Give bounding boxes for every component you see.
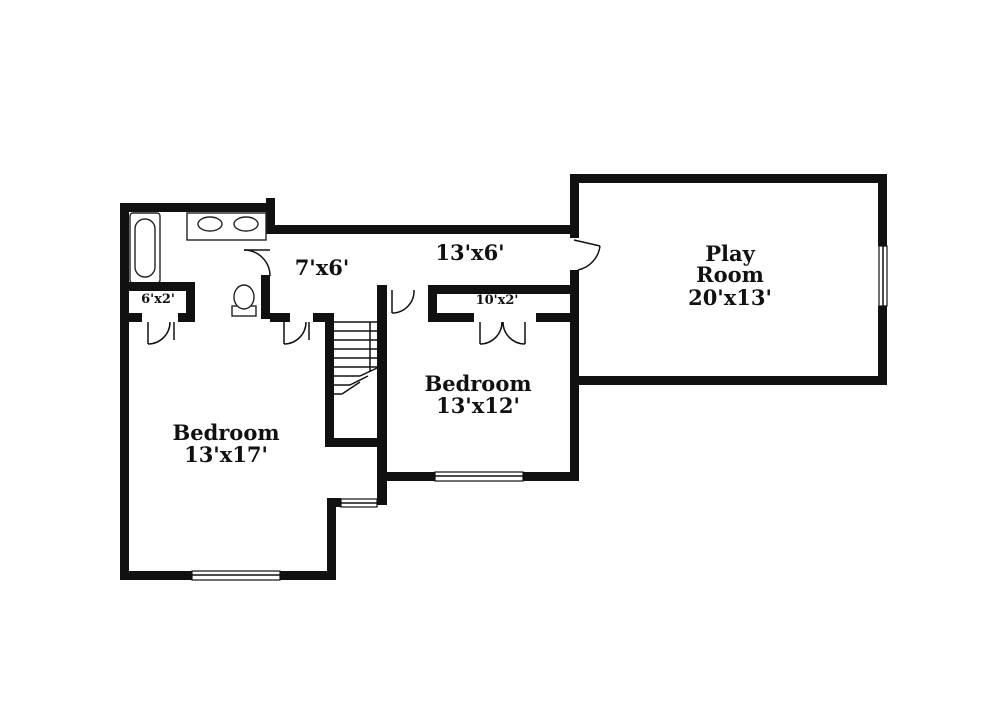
bedroom-middle-label: Bedroom	[424, 371, 531, 396]
door	[573, 239, 601, 271]
wall	[186, 282, 195, 319]
window	[878, 245, 888, 307]
wall	[570, 174, 887, 183]
wall	[578, 376, 887, 385]
door	[147, 321, 175, 345]
vanity	[186, 212, 267, 241]
wall	[120, 282, 195, 291]
door	[283, 321, 310, 345]
closet-small	[120, 282, 195, 345]
closet-middle	[428, 285, 578, 345]
wall	[878, 306, 887, 385]
bathtub	[129, 212, 161, 284]
wall	[120, 203, 275, 212]
wall	[428, 285, 578, 294]
staircase	[325, 285, 387, 505]
window	[434, 471, 524, 482]
wall	[570, 174, 579, 238]
door	[479, 321, 526, 345]
wall	[266, 198, 275, 234]
closet-small-dimensions: 6'x2'	[141, 292, 175, 307]
bedroom-large-label: Bedroom	[172, 420, 279, 445]
wall	[120, 313, 142, 322]
wall	[878, 174, 887, 246]
stair-treads	[334, 321, 378, 395]
sink-icon	[197, 216, 223, 232]
door	[243, 249, 271, 277]
wall	[120, 203, 129, 580]
window	[191, 570, 281, 581]
bedroom-large	[120, 313, 378, 581]
wall	[261, 275, 270, 319]
wall	[313, 313, 329, 322]
closet-middle-dimensions: 10'x2'	[476, 293, 519, 308]
wall	[327, 498, 336, 580]
wall	[327, 498, 341, 507]
wall	[270, 313, 290, 322]
wall	[325, 438, 387, 447]
play-room-label: Play	[705, 241, 755, 266]
hall-left-dimensions: 7'x6'	[295, 255, 350, 280]
bathroom	[120, 203, 275, 580]
wall	[428, 285, 437, 322]
wall	[570, 313, 579, 480]
bedroom-middle	[377, 313, 579, 482]
wall	[178, 313, 195, 322]
toilet-icon	[231, 284, 257, 317]
wall	[377, 285, 387, 505]
wall	[536, 313, 578, 322]
wall	[266, 225, 572, 234]
bedroom-large-dimensions: 13'x17'	[184, 442, 268, 467]
wall	[428, 313, 474, 322]
hall-right-dimensions: 13'x6'	[435, 240, 504, 265]
bedroom-middle-dimensions: 13'x12'	[436, 393, 520, 418]
sink-icon	[233, 216, 259, 232]
door	[391, 289, 415, 314]
window	[340, 498, 378, 508]
play-room-dimensions: 20'x13'	[688, 285, 772, 310]
play-room-label: Room	[696, 262, 764, 287]
wall	[325, 313, 334, 446]
